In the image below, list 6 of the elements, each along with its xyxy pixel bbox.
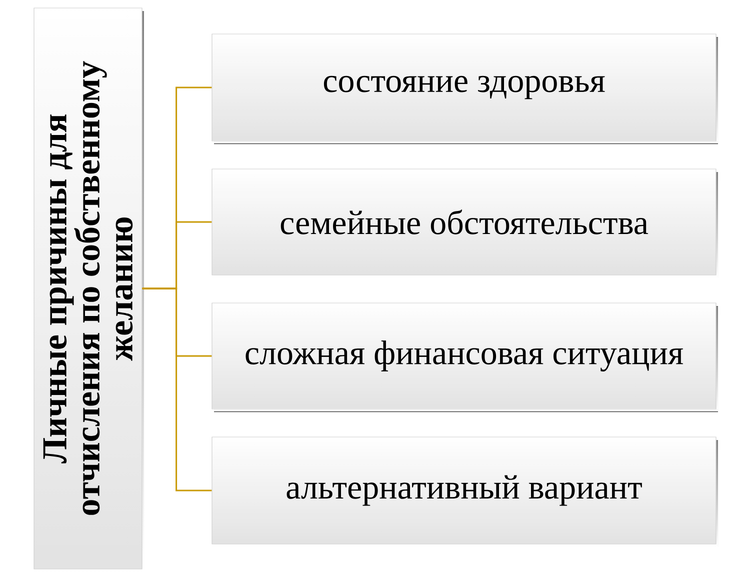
reason-box: альтернативный вариант <box>212 436 718 547</box>
reason-box: сложная финансовая ситуация <box>212 302 718 412</box>
reason-box: семейные обстоятельства <box>212 168 718 278</box>
heading-box: Личные причины для отчисления по собственному желанию <box>34 8 144 572</box>
connector-line <box>142 288 212 492</box>
reason-box: состояние здоровья <box>212 34 718 144</box>
